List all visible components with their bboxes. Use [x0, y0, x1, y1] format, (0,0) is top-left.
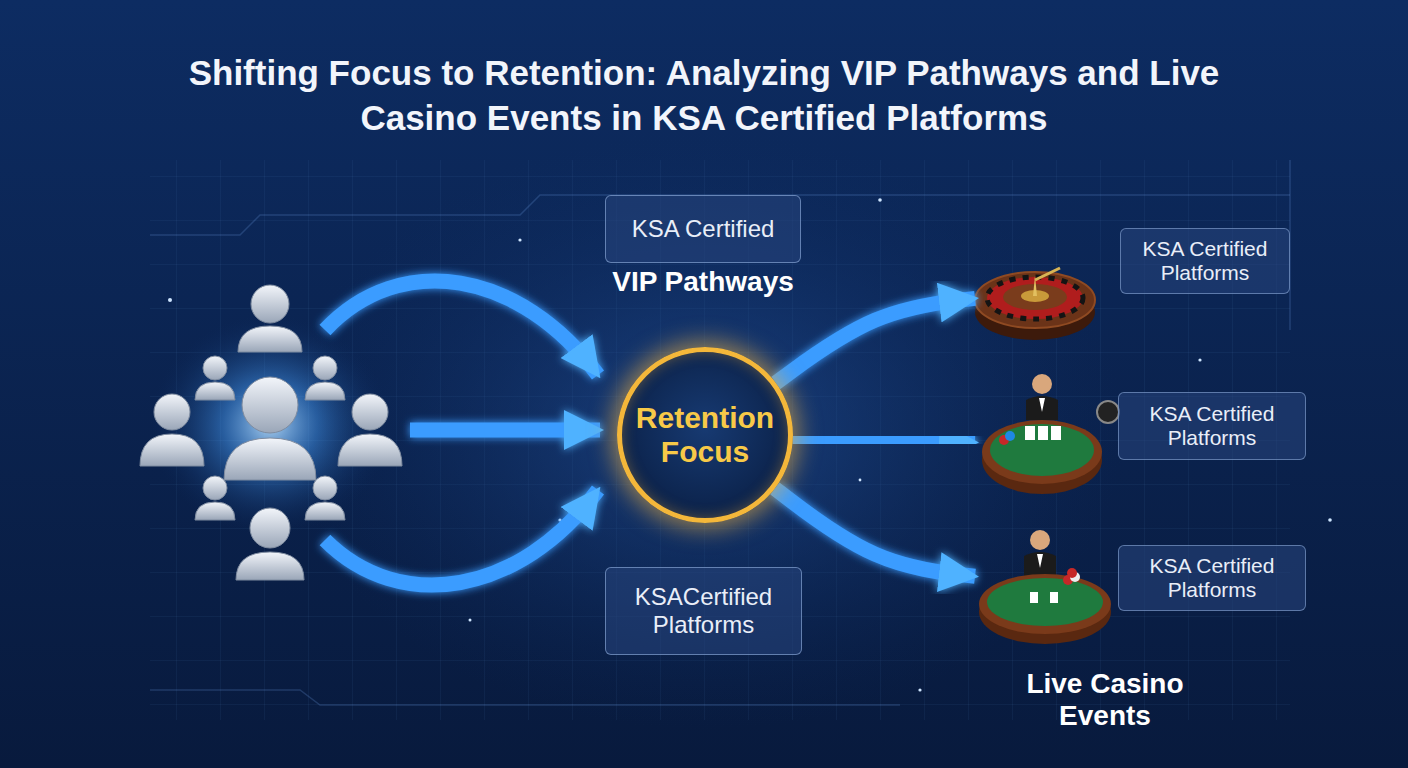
sparkle [1198, 358, 1201, 361]
people-group [195, 502, 235, 520]
baccarat-table [1067, 568, 1077, 578]
people-group [242, 377, 298, 433]
blackjack-table [982, 374, 1119, 494]
sparkle [168, 298, 172, 302]
flow-arrow [325, 490, 598, 585]
baccarat-table [1030, 592, 1038, 603]
casino-item: KSA Certified Platforms [975, 545, 1307, 645]
people-group [140, 434, 204, 466]
people-group [305, 356, 345, 400]
people-group [195, 382, 235, 400]
people-group [313, 356, 337, 380]
node-text: KSA Certified Platforms [1119, 402, 1305, 450]
baccarat-table [979, 574, 1111, 634]
people-group [140, 285, 402, 580]
flow-arrow [410, 423, 600, 438]
flow-connector [775, 488, 975, 576]
blackjack-table [1026, 396, 1058, 420]
people-group [224, 438, 316, 480]
sparkle [518, 238, 521, 241]
people-group [195, 476, 235, 520]
flow-connector [776, 298, 975, 382]
casino-item: KSA Certified Platforms [975, 228, 1293, 332]
label-box: KSA Certified Platforms [1118, 392, 1306, 460]
pathway-box: KSA CertifiedVIP Pathways [605, 195, 801, 263]
focus-circle: Retention Focus [617, 347, 793, 523]
sparkle [918, 688, 921, 691]
roulette-wheel [987, 277, 1083, 319]
node-subtext: VIP Pathways [606, 266, 800, 298]
people-glow [150, 315, 390, 535]
people-group [203, 476, 227, 500]
people-group [338, 394, 402, 466]
label-box: KSA Certified Platforms [1118, 545, 1306, 611]
people-group [238, 285, 302, 352]
people-group [154, 394, 190, 430]
people-group [338, 434, 402, 466]
people-group [251, 285, 289, 323]
flow-arrow [325, 281, 598, 375]
roulette-wheel [1035, 268, 1060, 280]
baccarat-table [1037, 554, 1043, 568]
label-box: KSA Certified Platforms [1120, 228, 1290, 294]
node-text: KSA Certified [626, 215, 781, 243]
baccarat-table [1030, 530, 1050, 550]
people-group [203, 356, 227, 380]
people-group [140, 394, 204, 466]
node-text: KSA Certified Platforms [1121, 237, 1289, 285]
circuit-line [150, 690, 900, 705]
blackjack-table [1097, 401, 1119, 423]
node-text: Retention Focus [622, 401, 788, 470]
diagram-title: Shifting Focus to Retention: Analyzing V… [174, 50, 1234, 140]
people-group [236, 552, 304, 580]
flow-connector [793, 437, 975, 442]
people-group [236, 508, 304, 580]
people-group [195, 356, 235, 400]
section-label: Live Casino Events [995, 668, 1215, 732]
flow-arrow [325, 281, 600, 585]
baccarat-table [1024, 552, 1056, 576]
node-text: KSA Certified Platforms [1119, 554, 1305, 602]
people-group [250, 508, 290, 548]
sparkle [859, 479, 862, 482]
people-group [313, 476, 337, 500]
sparkle [469, 619, 472, 622]
blackjack-table [1025, 426, 1035, 440]
people-group [305, 476, 345, 520]
people-group [238, 326, 302, 352]
people-group [305, 502, 345, 520]
casino-item: KSA Certified Platforms [975, 392, 1307, 502]
blackjack-table [1051, 426, 1061, 440]
node-text: KSACertified Platforms [606, 583, 801, 638]
blackjack-table [1005, 431, 1015, 441]
baccarat-table [987, 578, 1103, 626]
center-glow [285, 130, 1125, 730]
roulette-wheel [975, 272, 1095, 328]
people-group [224, 377, 316, 480]
blackjack-table [1032, 374, 1052, 394]
platform-box: KSACertified Platforms [605, 567, 802, 655]
blackjack-table [982, 420, 1102, 484]
blackjack-table [1038, 426, 1048, 440]
baccarat-table [1050, 592, 1058, 603]
blackjack-table [1039, 398, 1045, 412]
roulette-wheel [987, 277, 1083, 319]
sparkle [1328, 518, 1332, 522]
baccarat-table [979, 530, 1111, 644]
roulette-wheel [975, 268, 1095, 340]
people-group [352, 394, 388, 430]
sparkle [878, 198, 882, 202]
people-group [305, 382, 345, 400]
blackjack-table [990, 424, 1094, 476]
